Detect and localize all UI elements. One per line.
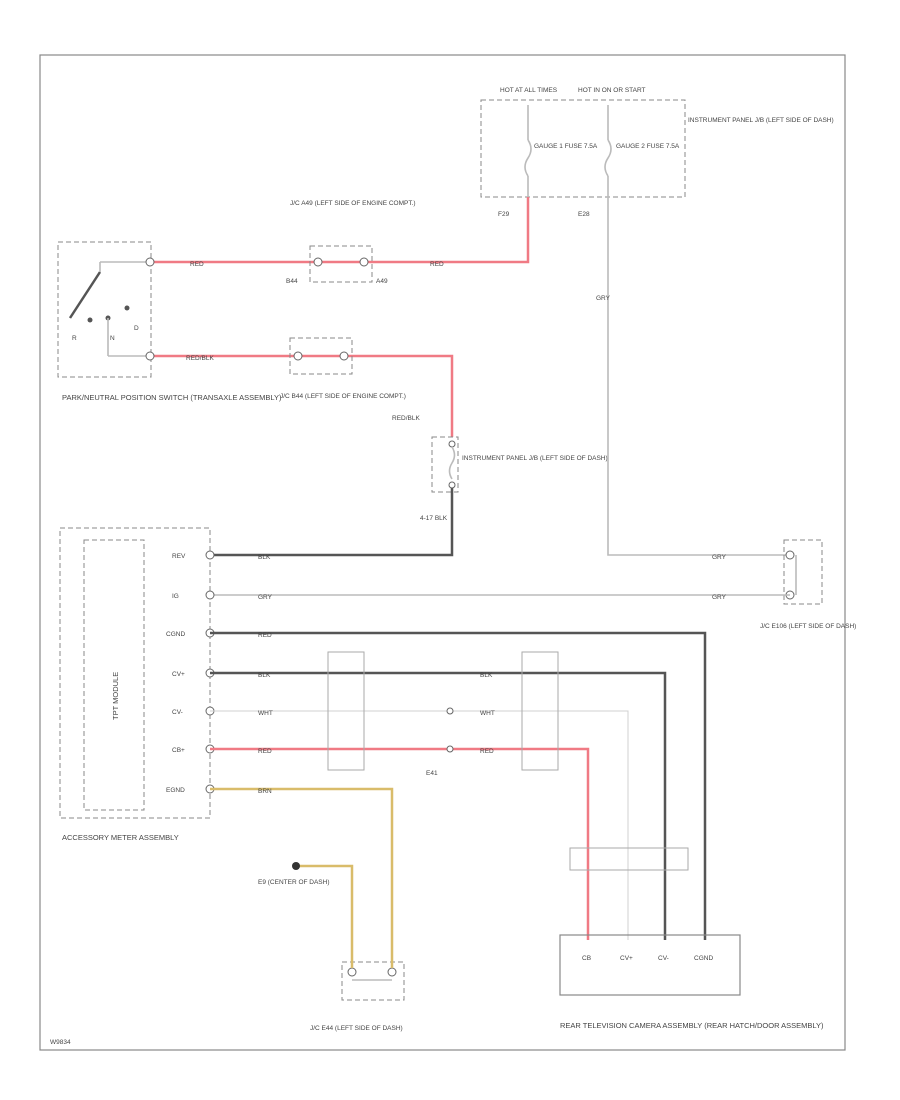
cam-cvminus-label: CV- [658, 955, 669, 962]
wire-gry-label-4: GRY [258, 594, 273, 601]
rear-camera-label: REAR TELEVISION CAMERA ASSEMBLY (REAR HA… [560, 1021, 824, 1030]
b44-pin-label: B44 [286, 278, 298, 285]
fuse1-label: GAUGE 1 FUSE 7.5A [534, 143, 598, 150]
pin-cvminus-label: CV- [172, 709, 183, 716]
diagram-border [39, 54, 846, 1051]
park-neutral-switch: R N D PARK/NEUTRAL POSITION SWITCH (TRAN… [57, 241, 282, 402]
pin-cbplus-label: CB+ [172, 747, 185, 754]
jc-a49-label: J/C A49 (LEFT SIDE OF ENGINE COMPT.) [290, 200, 416, 207]
wire-red-pnp-to-fuse1 [150, 197, 530, 264]
jc-a49: J/C A49 (LEFT SIDE OF ENGINE COMPT.) B44… [286, 200, 416, 285]
pin-egnd-label: EGND [166, 787, 185, 794]
wire-red-label-4: RED [258, 748, 272, 755]
jc-b44: J/C B44 (LEFT SIDE OF ENGINE COMPT.) [280, 337, 406, 400]
jc-e106-label: J/C E106 (LEFT SIDE OF DASH) [760, 623, 856, 630]
pin-rev-label: REV [172, 553, 186, 560]
pin-cvplus-label: CV+ [172, 671, 185, 678]
wire-brn-label-1: BRN [258, 788, 272, 795]
pin-e28-label: E28 [578, 211, 590, 218]
ij-box2-label: INSTRUMENT PANEL J/B (LEFT SIDE OF DASH) [462, 455, 608, 462]
shield-2 [521, 651, 559, 771]
wire-wht-label-2: WHT [480, 710, 495, 717]
shield-1 [327, 651, 365, 771]
accessory-meter-label: ACCESSORY METER ASSEMBLY [62, 833, 179, 842]
pin-f29-label: F29 [498, 211, 510, 218]
jc-e106: J/C E106 (LEFT SIDE OF DASH) [760, 539, 856, 630]
pnp-switch-label: PARK/NEUTRAL POSITION SWITCH (TRANSAXLE … [62, 393, 282, 402]
e41-label: E41 [426, 770, 438, 777]
cam-cb-label: CB [582, 955, 591, 962]
pnp-n-label: N [110, 335, 115, 342]
wire-blk-rev [210, 488, 454, 557]
jc-b44-label: J/C B44 (LEFT SIDE OF ENGINE COMPT.) [280, 393, 406, 400]
shield-3 [569, 847, 689, 871]
wire-cbplus [210, 747, 590, 940]
cam-cvplus-label: CV+ [620, 955, 633, 962]
ground-e9-label: E9 (CENTER OF DASH) [258, 879, 330, 886]
jc-e44-label: J/C E44 (LEFT SIDE OF DASH) [310, 1025, 403, 1032]
wire-egnd [210, 787, 394, 940]
wire-gry-label-3: GRY [712, 594, 727, 601]
hot-ig-label: HOT IN ON OR START [578, 87, 646, 94]
wire-gry-label-1: GRY [596, 295, 611, 302]
wire-red-label-1: RED [190, 261, 204, 268]
ground-e9-point [292, 862, 300, 870]
ij-box-label: INSTRUMENT PANEL J/B (LEFT SIDE OF DASH) [688, 117, 834, 124]
instrument-panel-jb-top: HOT AT ALL TIMES HOT IN ON OR START GAUG… [480, 87, 834, 218]
wire-ground-e9 [296, 864, 354, 940]
wire-blk-label-1: BLK [258, 554, 271, 561]
wire-wht-label-1: WHT [258, 710, 273, 717]
wire-blk-label-3: BLK [480, 672, 493, 679]
wire-gry-fuse2 [607, 197, 790, 556]
wire-blk-label-2: BLK [258, 672, 271, 679]
wire-red-label-3: RED [258, 632, 272, 639]
a49-pin-label: A49 [376, 278, 388, 285]
instrument-panel-jb-lower: INSTRUMENT PANEL J/B (LEFT SIDE OF DASH)… [420, 436, 608, 522]
fuse2-element [604, 139, 612, 177]
cam-cgnd-label: CGND [694, 955, 713, 962]
accessory-meter-assembly: TPT MODULE ACCESSORY METER ASSEMBLY [59, 527, 211, 842]
wire-redblk-label-1: RED/BLK [186, 355, 214, 362]
wire-cvminus [210, 710, 629, 940]
footer-code: W9834 [50, 1039, 71, 1046]
pnp-connector-1 [145, 257, 155, 267]
tpt-module-label: TPT MODULE [111, 672, 120, 720]
fuse1-element [524, 139, 532, 177]
pnp-r-label: R [72, 335, 77, 342]
hot-all-times-label: HOT AT ALL TIMES [500, 87, 558, 94]
pnp-connector-2 [145, 351, 155, 361]
rev-signal-label: 4-17 BLK [420, 515, 448, 522]
wire-redblk-pnp-to-jb [150, 354, 454, 437]
jc-e44: J/C E44 (LEFT SIDE OF DASH) [310, 940, 405, 1032]
wire-red-label-2: RED [430, 261, 444, 268]
fuse2-label: GAUGE 2 FUSE 7.5A [616, 143, 680, 150]
rear-camera-assembly: CB CV+ CV- CGND REAR TELEVISION CAMERA A… [559, 934, 824, 1030]
wire-cgnd [210, 631, 707, 940]
wire-redblk-label-2: RED/BLK [392, 415, 420, 422]
wire-red-label-5: RED [480, 748, 494, 755]
pnp-d-label: D [134, 325, 139, 332]
pin-cgnd-label: CGND [166, 631, 185, 638]
wire-cvplus [210, 671, 667, 940]
wire-gry-label-2: GRY [712, 554, 727, 561]
switch-arm [68, 271, 102, 319]
pin-ig-label: IG [172, 593, 179, 600]
